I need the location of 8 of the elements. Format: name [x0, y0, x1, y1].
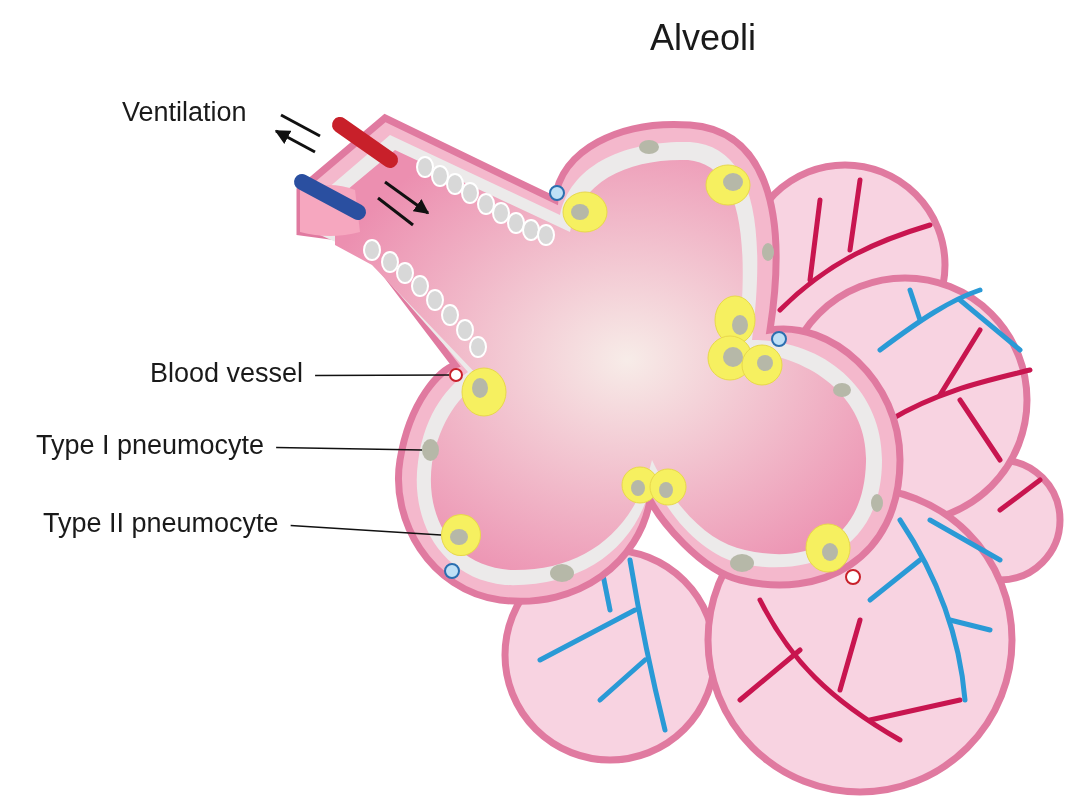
callout-label: Blood vessel — [150, 360, 304, 387]
label-text: Ventilation — [122, 99, 247, 126]
leader-line — [275, 446, 423, 451]
callout-label: Type II pneumocyte — [43, 510, 279, 537]
callout-label: Type I pneumocyte — [36, 432, 265, 459]
leader-line — [289, 524, 442, 536]
title: Alveoli — [650, 20, 757, 56]
leader-line — [314, 374, 450, 377]
